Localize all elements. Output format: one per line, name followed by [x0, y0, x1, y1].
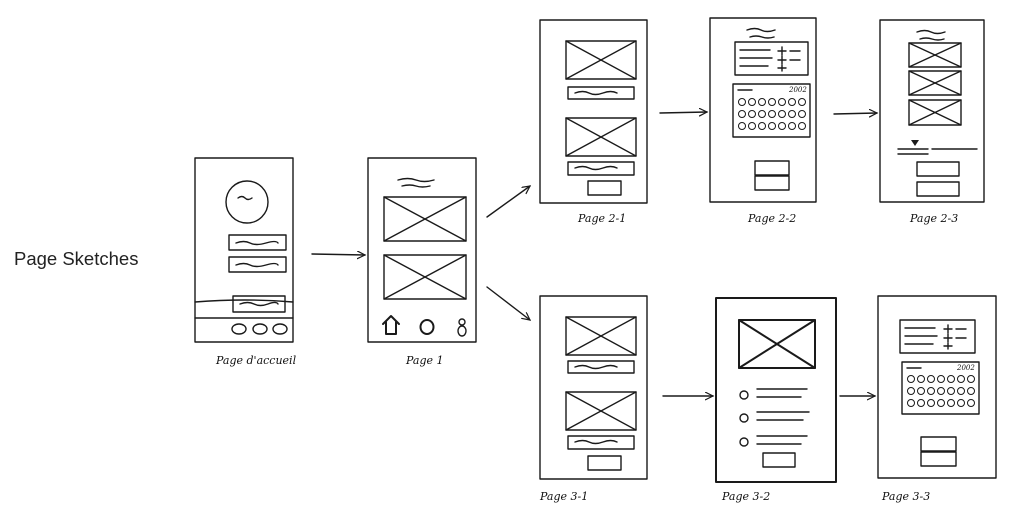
label-page-2-2: Page 2-2	[748, 212, 797, 225]
label-page-3-2: Page 3-2	[722, 490, 771, 503]
label-page-2-1: Page 2-1	[578, 212, 627, 225]
diagram-title: Page Sketches	[14, 248, 139, 269]
screen-page-2-1	[539, 19, 648, 204]
calendar-grid	[907, 375, 975, 407]
arrow-page-1-to-page-3-1	[486, 286, 530, 320]
calendar-year-label: 2002	[956, 364, 975, 372]
arrow-page-1-to-page-2-1	[486, 186, 530, 218]
label-page-3-1: Page 3-1	[540, 490, 589, 503]
screen-page-accueil	[194, 157, 294, 343]
arrow-accueil-to-page-1	[311, 254, 365, 255]
calendar-grid	[738, 98, 806, 130]
label-page-1: Page 1	[406, 354, 444, 367]
screen-page-2-2: 2002	[709, 17, 817, 203]
screen-page-3-3: 2002	[877, 295, 997, 479]
screen-page-3-1	[539, 295, 648, 480]
screen-page-1	[367, 157, 477, 343]
calendar-year-label: 2002	[788, 86, 807, 94]
arrow-page-2-1-to-page-2-2	[659, 112, 707, 113]
label-page-accueil: Page d'accueil	[216, 354, 297, 367]
screen-page-2-3	[879, 19, 985, 203]
label-page-2-3: Page 2-3	[910, 212, 959, 225]
dropdown-arrow-icon	[911, 140, 919, 146]
screen-page-3-2	[715, 297, 837, 483]
label-page-3-3: Page 3-3	[882, 490, 931, 503]
arrow-page-2-2-to-page-2-3	[833, 113, 877, 114]
